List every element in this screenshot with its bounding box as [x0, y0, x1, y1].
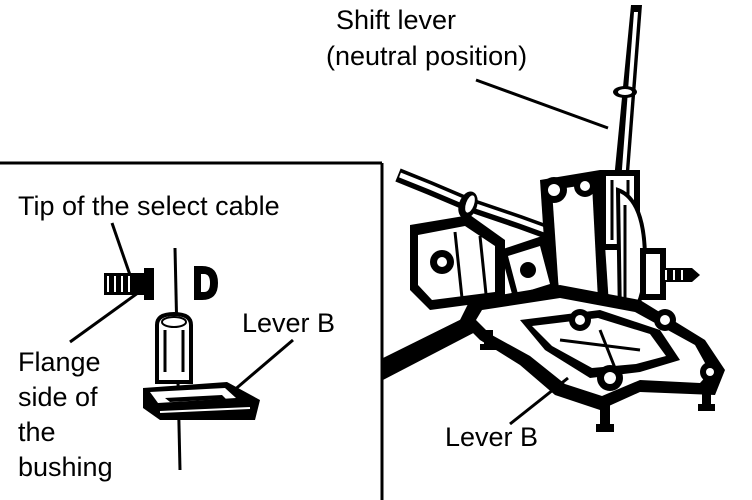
label-shift-lever-line2: (neutral position) [326, 41, 528, 71]
main-leader-lines [475, 78, 609, 426]
adjuster-bolt [640, 248, 700, 300]
label-flange-line1: Flange [18, 347, 101, 377]
inset-frame [0, 161, 384, 500]
bushing-part [194, 266, 218, 300]
label-tip-select-cable: Tip of the select cable [18, 191, 280, 221]
label-flange-line2: side of [18, 382, 98, 412]
inset-pin [155, 311, 193, 384]
base-plate [460, 285, 725, 410]
label-shift-lever-line1: Shift lever [336, 5, 457, 35]
inset-lever-b-plate [143, 382, 260, 420]
left-bracket [410, 215, 560, 310]
label-lever-b-main: Lever B [445, 422, 539, 452]
label-lever-b-inset: Lever B [242, 308, 336, 338]
label-flange-line3: the [18, 417, 56, 447]
inset-leader-lines [69, 222, 294, 394]
label-flange-line4: bushing [18, 452, 113, 482]
select-cable-tip [104, 268, 154, 300]
mounting-bolts [480, 330, 715, 432]
